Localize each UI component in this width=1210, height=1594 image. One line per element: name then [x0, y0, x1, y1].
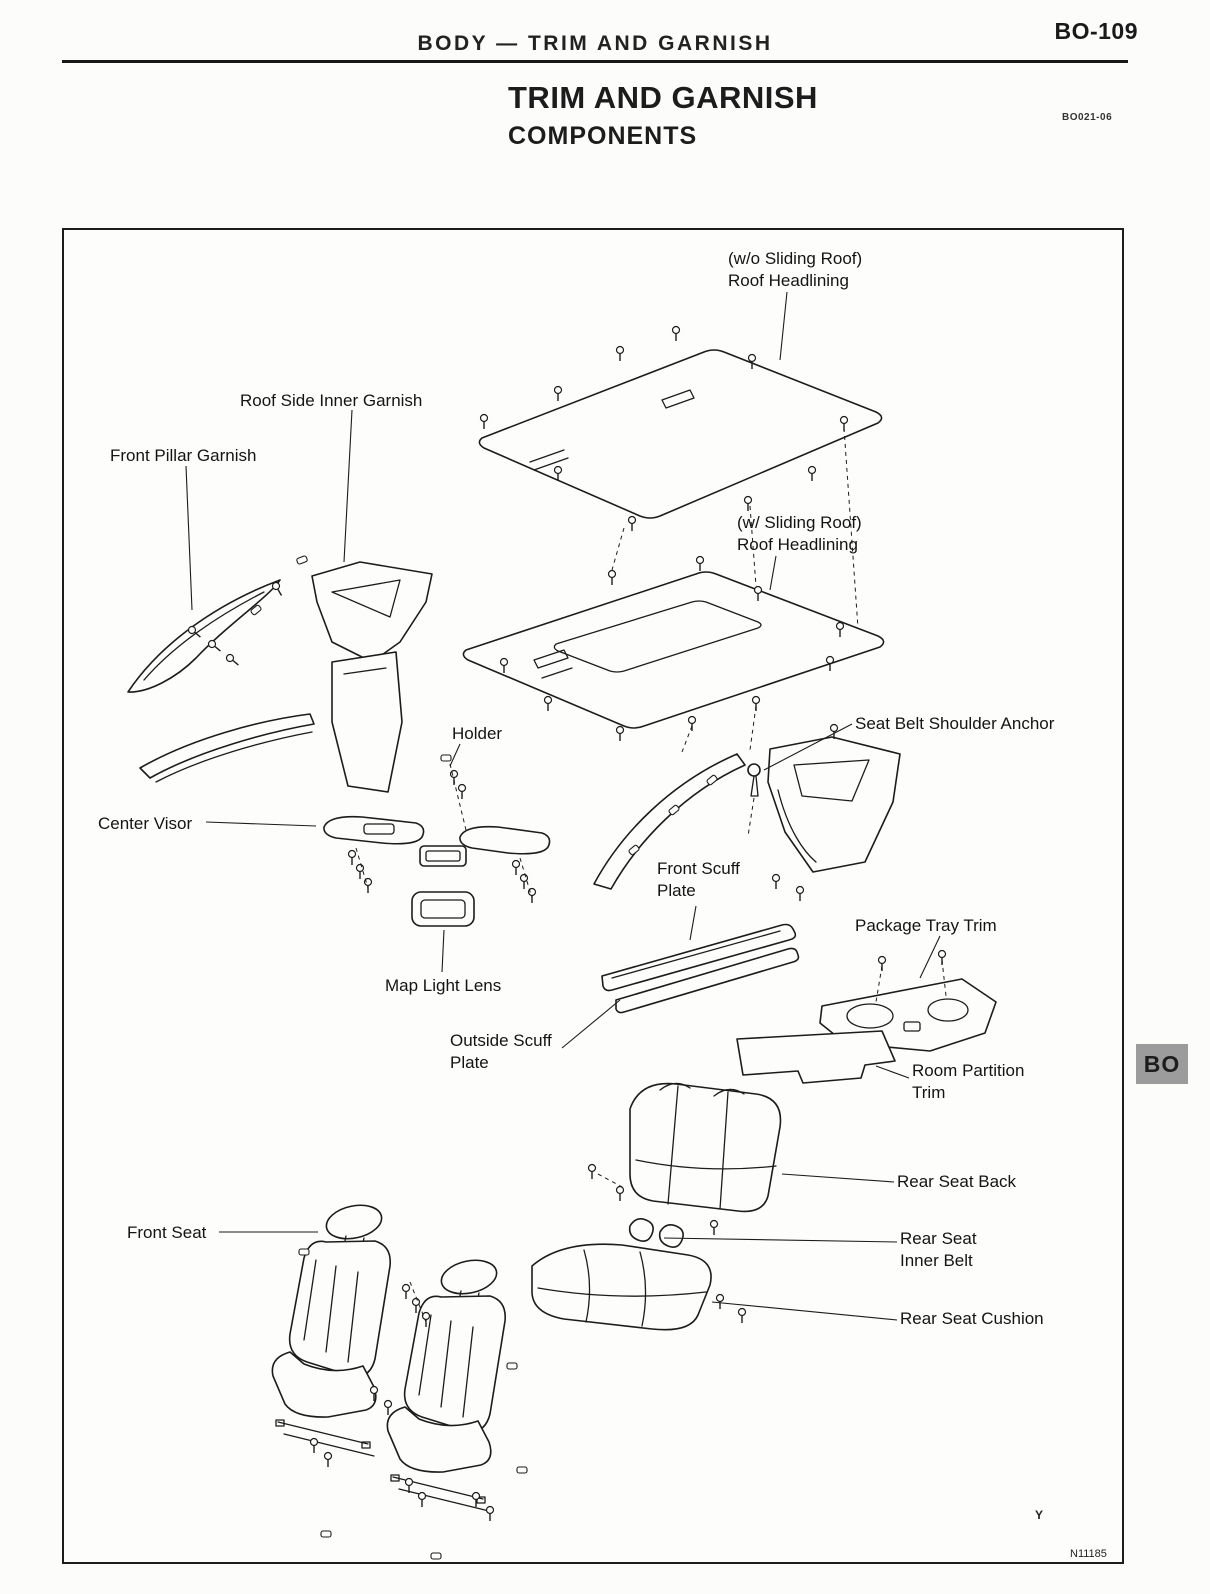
- front-seat-right-drawing: [386, 1259, 507, 1512]
- roof-headlining-lower-drawing: [462, 555, 885, 753]
- header-rule: [62, 60, 1128, 63]
- rear-seat-back-drawing: [587, 1082, 782, 1236]
- label-front-pillar-garnish: Front Pillar Garnish: [110, 446, 257, 465]
- roof-headlining-upper-drawing: [478, 325, 883, 629]
- label-center-visor: Center Visor: [98, 814, 193, 833]
- label-leader-lines: [185, 291, 941, 1321]
- label-map-light-lens: Map Light Lens: [385, 976, 502, 995]
- label-front-scuff-plate: Front Scuff Plate: [657, 859, 740, 901]
- front-seat-left-drawing: [271, 1204, 392, 1457]
- seat-hardware-fasteners: [298, 1248, 528, 1560]
- label-front-seat: Front Seat: [127, 1223, 207, 1242]
- label-rear-seat-back: Rear Seat Back: [897, 1172, 1017, 1191]
- label-rear-seat-inner-belt: Rear Seat Inner Belt: [900, 1229, 977, 1271]
- front-pillar-garnish-drawing: [127, 579, 281, 693]
- center-visor-drawing: [323, 815, 425, 894]
- holder-drawing: [440, 754, 467, 831]
- label-seat-belt-shoulder-anchor: Seat Belt Shoulder Anchor: [855, 714, 1055, 733]
- side-visor-drawing: [459, 825, 551, 904]
- seat-belt-shoulder-anchor-drawing: [747, 763, 761, 837]
- outside-scuff-plate-drawing: [615, 947, 800, 1014]
- front-scuff-plate-drawing: [601, 923, 797, 992]
- label-roof-headlining-wo-sliding-roof: (w/o Sliding Roof) Roof Headlining: [728, 249, 863, 291]
- label-roof-headlining-w-sliding-roof: (w/ Sliding Roof) Roof Headlining: [737, 513, 862, 555]
- page-subtitle: COMPONENTS: [508, 122, 698, 150]
- label-rear-seat-cushion: Rear Seat Cushion: [900, 1309, 1044, 1328]
- components-diagram: (w/o Sliding Roof) Roof Headlining Roof …: [62, 228, 1124, 1564]
- label-roof-side-inner-garnish: Roof Side Inner Garnish: [240, 391, 423, 410]
- doc-code: BO021-06: [1062, 112, 1113, 123]
- map-light-lens-drawing: [411, 845, 475, 927]
- label-package-tray-trim: Package Tray Trim: [855, 916, 997, 935]
- label-holder: Holder: [452, 724, 503, 743]
- roof-side-inner-garnish-drawing: [270, 554, 433, 793]
- page-number: BO-109: [1054, 18, 1138, 44]
- left-sill-trim-drawing: [139, 713, 315, 783]
- center-pillar-garnish-drawing: [593, 753, 746, 890]
- section-title: BODY — TRIM AND GARNISH: [417, 32, 773, 55]
- rear-seat-cushion-drawing: [531, 1243, 747, 1331]
- exploded-diagram-drawing: [127, 291, 997, 1560]
- quarter-trim-panel-drawing: [767, 723, 901, 902]
- label-room-partition-trim: Room Partition Trim: [912, 1061, 1025, 1103]
- page-title: TRIM AND GARNISH: [508, 80, 818, 115]
- label-outside-scuff-plate: Outside Scuff Plate: [450, 1031, 552, 1073]
- section-tab-bo: BO: [1136, 1044, 1188, 1084]
- room-partition-trim-drawing: [736, 1030, 896, 1084]
- rear-seat-inner-belt-drawing: [628, 1218, 684, 1248]
- figure-mark: Y: [1035, 1508, 1044, 1522]
- figure-code: N11185: [1070, 1548, 1107, 1560]
